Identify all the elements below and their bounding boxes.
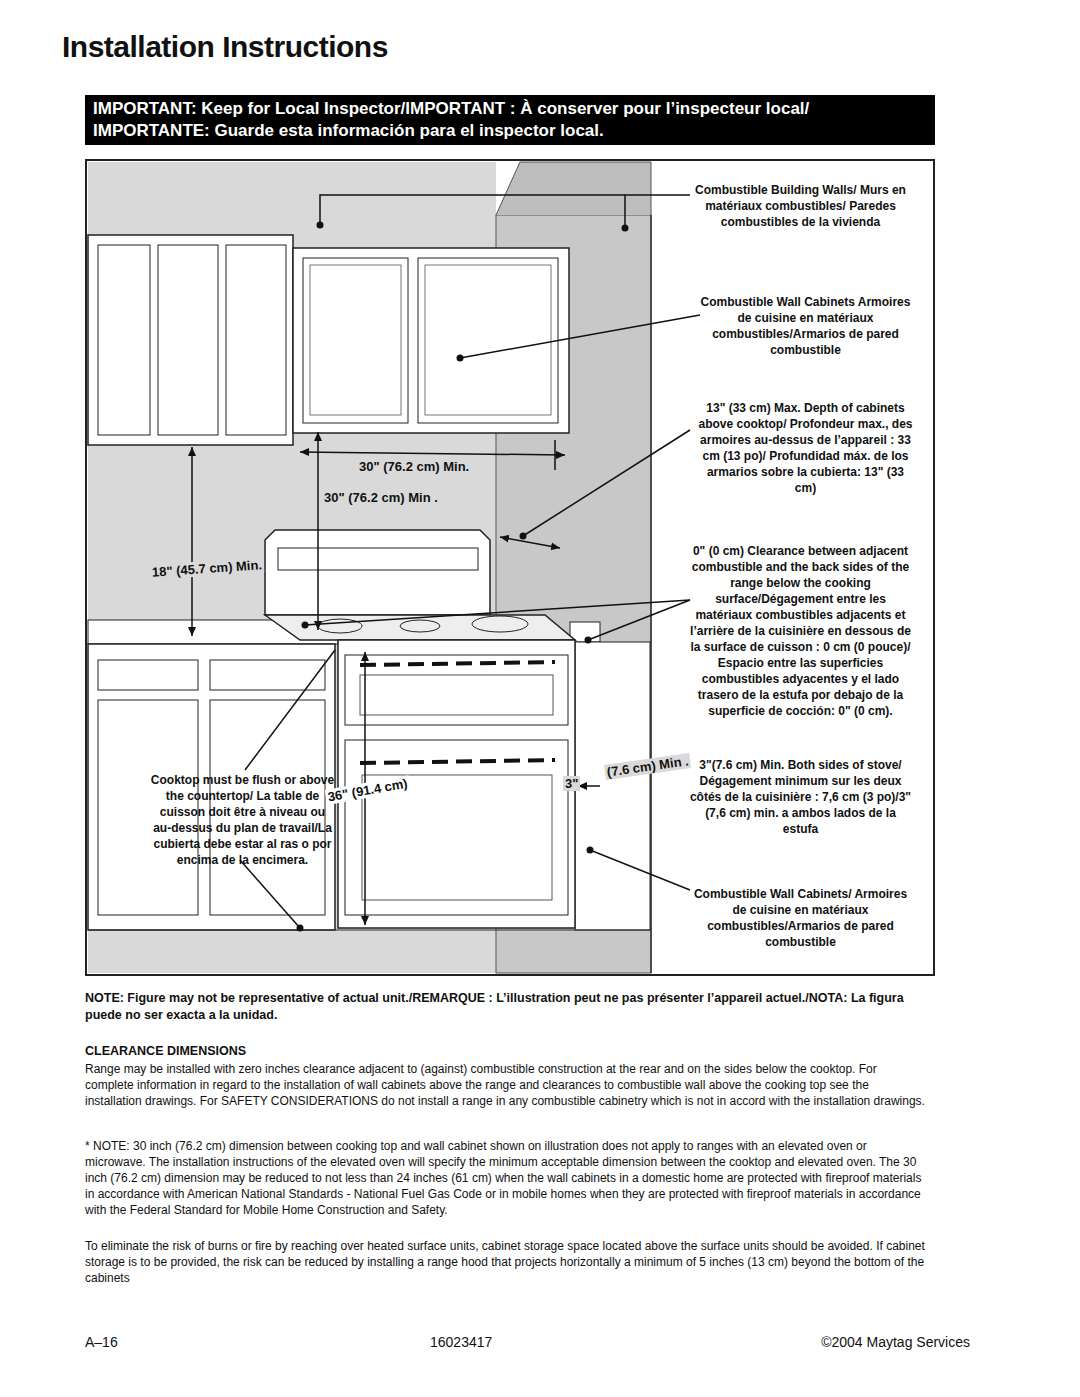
body-text: Range may be installed with zero inches …	[85, 1061, 925, 1109]
page-number: A–16	[85, 1334, 118, 1350]
body-text: To eliminate the risk of burns or fire b…	[85, 1238, 925, 1286]
callout-label: 13" (33 cm) Max. Depth of cabinets above…	[698, 400, 913, 496]
header-text: IMPORTANT: Keep for Local Inspector/IMPO…	[85, 95, 935, 145]
body-text: * NOTE: 30 inch (76.2 cm) dimension betw…	[85, 1138, 925, 1218]
page-title: Installation Instructions	[62, 30, 388, 64]
callout-label: Cooktop must be flush or above the count…	[150, 772, 335, 868]
callout-label: Combustible Wall Cabinets/ Armoires de c…	[688, 886, 913, 950]
header-band: IMPORTANT: Keep for Local Inspector/IMPO…	[85, 95, 935, 145]
dimension-label: 3"	[563, 776, 580, 791]
callout-label: Combustible Wall Cabinets Armoires de cu…	[698, 294, 913, 358]
dimension-label: 30" (76.2 cm) Min .	[322, 490, 440, 505]
copyright: ©2004 Maytag Services	[821, 1334, 970, 1350]
figure-note: NOTE: Figure may not be representative o…	[85, 990, 935, 1024]
document-number: 16023417	[430, 1334, 492, 1350]
dimension-label: 30" (76.2 cm) Min.	[357, 459, 471, 474]
callout-label: 3"(7.6 cm) Min. Both sides of stove/ Dég…	[688, 757, 913, 837]
callout-label: 0" (0 cm) Clearance between adjacent com…	[688, 543, 913, 719]
room-drawing	[86, 160, 934, 975]
dimension-arrows	[192, 432, 600, 925]
callout-label: Combustible Building Walls/ Murs en maté…	[688, 182, 913, 230]
section-heading: CLEARANCE DIMENSIONS	[85, 1043, 935, 1060]
